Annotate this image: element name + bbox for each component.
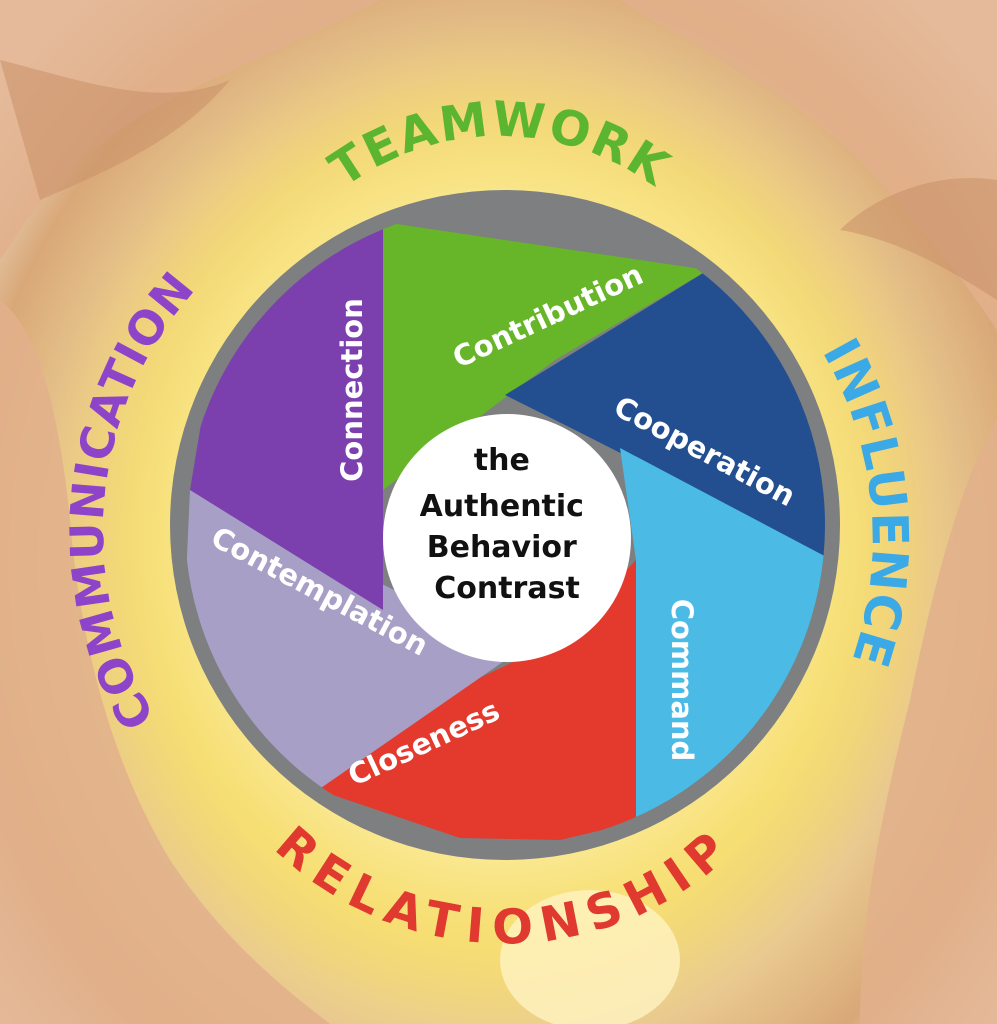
lavender-wedge bbox=[185, 490, 520, 790]
center-title: the Authentic Behavior Contrast bbox=[420, 443, 595, 606]
purple-wedge bbox=[190, 222, 383, 610]
dark-blue-wedge bbox=[505, 270, 825, 560]
wedge-label-command: Command bbox=[665, 599, 699, 762]
finger-top-left bbox=[0, 60, 230, 200]
hand-top-left bbox=[0, 0, 380, 260]
center-circle bbox=[383, 414, 631, 662]
hand-top-right bbox=[620, 0, 997, 330]
center-line-1: the bbox=[474, 443, 530, 478]
center-line-3: Behavior bbox=[427, 530, 577, 565]
bulb-filament-glow bbox=[500, 890, 680, 1024]
hand-left bbox=[0, 300, 330, 1024]
wedge-label-connection: Connection bbox=[335, 298, 369, 482]
center-line-2: Authentic bbox=[420, 489, 584, 524]
red-wedge bbox=[318, 560, 636, 840]
behavior-wheel: ContributionCooperationCommandClosenessC… bbox=[170, 190, 840, 860]
finger-top-right bbox=[840, 178, 997, 300]
hand-right bbox=[860, 420, 997, 1024]
center-line-4: Contrast bbox=[434, 571, 580, 606]
